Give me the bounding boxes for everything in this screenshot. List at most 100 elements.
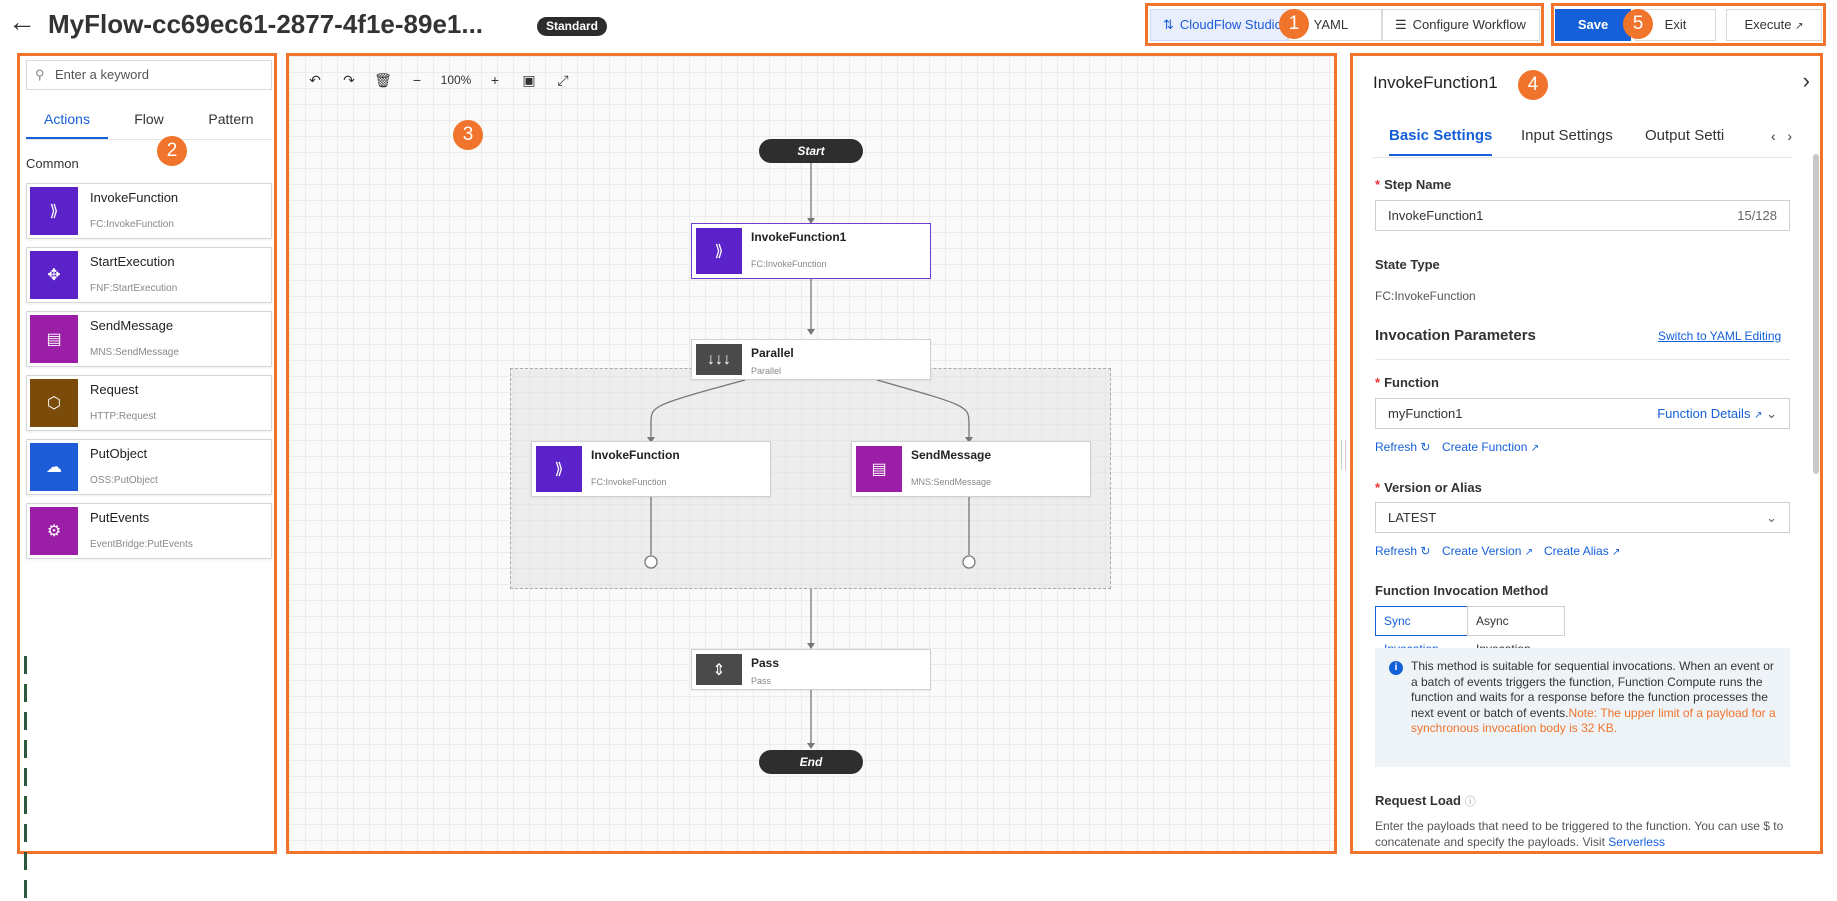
execute-button[interactable]: Execute ↗ — [1726, 9, 1822, 41]
undo-icon[interactable]: ↶ — [309, 72, 321, 88]
edition-badge: Standard — [537, 17, 608, 36]
canvas-highlight — [286, 53, 1337, 854]
fullscreen-icon[interactable]: ⤢ — [557, 72, 569, 88]
canvas-toolbar: ↶ ↷ 🗑 − 100% + ▣ ⤢ — [301, 68, 577, 92]
scroll-indicator — [24, 656, 27, 901]
create-version-link[interactable]: Create Version ↗ — [1442, 544, 1534, 558]
parallel-icon: ↓↓↓ — [696, 344, 742, 375]
external-link-icon: ↗ — [1612, 547, 1621, 558]
sliders-icon: ☰ — [1395, 17, 1407, 32]
serverless-link[interactable]: Serverless — [1608, 835, 1665, 849]
external-link-icon: ↗ — [1795, 21, 1804, 32]
function-icon: ⟫ — [696, 228, 742, 274]
actions-panel: ⚲ Enter a keyword Actions Flow Pattern C… — [20, 56, 274, 901]
request-load-description: Enter the payloads that need to be trigg… — [1375, 819, 1784, 849]
save-button[interactable]: Save — [1555, 9, 1631, 41]
switch-yaml-link[interactable]: Switch to YAML Editing — [1658, 329, 1782, 343]
function-icon: ⟫ — [536, 446, 582, 492]
invocation-params-heading: Invocation Parameters — [1375, 327, 1536, 344]
resize-handle[interactable] — [1341, 440, 1346, 470]
external-link-icon: ↗ — [1524, 547, 1534, 558]
search-input[interactable]: ⚲ Enter a keyword — [26, 60, 272, 90]
configure-workflow-button[interactable]: ☰ Configure Workflow — [1382, 9, 1540, 41]
node-invokefunction1[interactable]: ⟫ InvokeFunction1 FC:InvokeFunction — [691, 223, 931, 279]
sync-invocation-option[interactable]: Sync Invocation — [1375, 606, 1468, 656]
top-bar: ← MyFlow-cc69ec61-2877-4f1e-89e1... Stan… — [0, 0, 1837, 52]
version-select[interactable]: LATEST ⌄ — [1375, 502, 1790, 533]
events-icon: ⚙ — [30, 507, 78, 555]
function-select[interactable]: myFunction1 Function Details ↗ ⌄ — [1375, 398, 1790, 429]
callout-1: 1 — [1279, 9, 1309, 39]
invocation-method-label: Function Invocation Method — [1375, 583, 1549, 598]
right-panel-highlight — [1350, 53, 1823, 854]
settings-tabs: Basic Settings Input Settings Output Set… — [1373, 118, 1793, 158]
action-item-request[interactable]: ⬡ Request HTTP:Request — [26, 375, 272, 431]
info-icon: i — [1389, 661, 1403, 675]
action-item-putevents[interactable]: ⚙ PutEvents EventBridge:PutEvents — [26, 503, 272, 559]
panel-title: InvokeFunction1 — [1373, 73, 1498, 92]
refresh-function-link[interactable]: Refresh ↻ — [1375, 440, 1431, 454]
action-item-startexecution[interactable]: ✥ StartExecution FNF:StartExecution — [26, 247, 272, 303]
step-name-input[interactable]: InvokeFunction1 15/128 — [1375, 200, 1790, 231]
end-node[interactable]: End — [759, 750, 863, 774]
async-invocation-option[interactable]: Async Invocation — [1467, 606, 1565, 656]
tab-flow[interactable]: Flow — [134, 111, 164, 127]
state-type-value: FC:InvokeFunction — [1375, 289, 1476, 303]
function-details-link[interactable]: Function Details ↗ ⌄ — [1657, 406, 1777, 421]
flow-edges — [644, 163, 976, 749]
panel-tabs: Actions Flow Pattern — [26, 98, 272, 140]
search-icon: ⚲ — [35, 67, 45, 82]
pass-icon: ⇕ — [696, 654, 742, 685]
workflow-title: MyFlow-cc69ec61-2877-4f1e-89e1... — [48, 9, 484, 39]
cloudflow-studio-button[interactable]: ⇅ CloudFlow Studio — [1150, 9, 1288, 41]
workflow-canvas[interactable]: ↶ ↷ 🗑 − 100% + ▣ ⤢ Start — [289, 56, 1334, 851]
start-node[interactable]: Start — [759, 139, 863, 163]
tab-actions[interactable]: Actions — [26, 98, 108, 139]
char-counter: 15/128 — [1737, 208, 1777, 223]
node-pass[interactable]: ⇕ Pass Pass — [691, 649, 931, 690]
workflow-icon: ✥ — [30, 251, 78, 299]
zoom-out-button[interactable]: − — [412, 72, 422, 88]
tab-pattern[interactable]: Pattern — [208, 111, 254, 127]
function-icon: ⟫ — [30, 187, 78, 235]
left-panel-highlight — [17, 53, 277, 854]
action-item-invokefunction[interactable]: ⟫ InvokeFunction FC:InvokeFunction — [26, 183, 272, 239]
help-icon: ⓘ — [1464, 796, 1476, 808]
collapse-chevron-icon[interactable]: › — [1802, 68, 1810, 93]
cube-icon: ⬡ — [30, 379, 78, 427]
external-link-icon: ↗ — [1530, 443, 1540, 454]
cloud-upload-icon: ☁ — [30, 443, 78, 491]
tab-input-settings[interactable]: Input Settings — [1521, 127, 1613, 144]
tab-scroll-arrows-icon[interactable]: ‹ › — [1771, 128, 1792, 144]
exit-button[interactable]: Exit — [1635, 9, 1716, 41]
create-alias-link[interactable]: Create Alias ↗ — [1544, 544, 1621, 558]
version-label: *Version or Alias — [1375, 480, 1482, 495]
scrollbar[interactable] — [1812, 96, 1820, 846]
chevron-down-icon: ⌄ — [1766, 406, 1777, 421]
node-parallel[interactable]: ↓↓↓ Parallel Parallel — [691, 339, 931, 380]
node-branch-invokefunction[interactable]: ⟫ InvokeFunction FC:InvokeFunction — [531, 441, 771, 497]
fit-icon[interactable]: ▣ — [522, 72, 536, 88]
refresh-icon: ↻ — [1420, 544, 1431, 558]
redo-icon[interactable]: ↷ — [343, 72, 355, 88]
info-alert: i This method is suitable for sequential… — [1375, 648, 1790, 767]
action-item-sendmessage[interactable]: ▤ SendMessage MNS:SendMessage — [26, 311, 272, 367]
refresh-version-link[interactable]: Refresh ↻ — [1375, 544, 1431, 558]
action-item-putobject[interactable]: ☁ PutObject OSS:PutObject — [26, 439, 272, 495]
callout-2: 2 — [157, 136, 187, 166]
divider — [1375, 359, 1790, 360]
node-branch-sendmessage[interactable]: ▤ SendMessage MNS:SendMessage — [851, 441, 1091, 497]
scrollbar-thumb[interactable] — [1813, 154, 1819, 474]
mode-switch-highlight — [1145, 3, 1544, 46]
back-arrow-icon[interactable]: ← — [8, 6, 36, 37]
message-icon: ▤ — [30, 315, 78, 363]
trash-icon[interactable]: 🗑 — [374, 72, 392, 88]
external-link-icon: ↗ — [1754, 410, 1763, 421]
zoom-in-button[interactable]: + — [490, 72, 500, 88]
tab-basic-settings[interactable]: Basic Settings — [1389, 118, 1493, 156]
create-function-link[interactable]: Create Function ↗ — [1442, 440, 1540, 454]
message-icon: ▤ — [856, 446, 902, 492]
properties-panel: InvokeFunction1 › Basic Settings Input S… — [1353, 56, 1820, 851]
tab-output-settings[interactable]: Output Setti — [1645, 127, 1725, 144]
zoom-level: 100% — [440, 73, 472, 87]
